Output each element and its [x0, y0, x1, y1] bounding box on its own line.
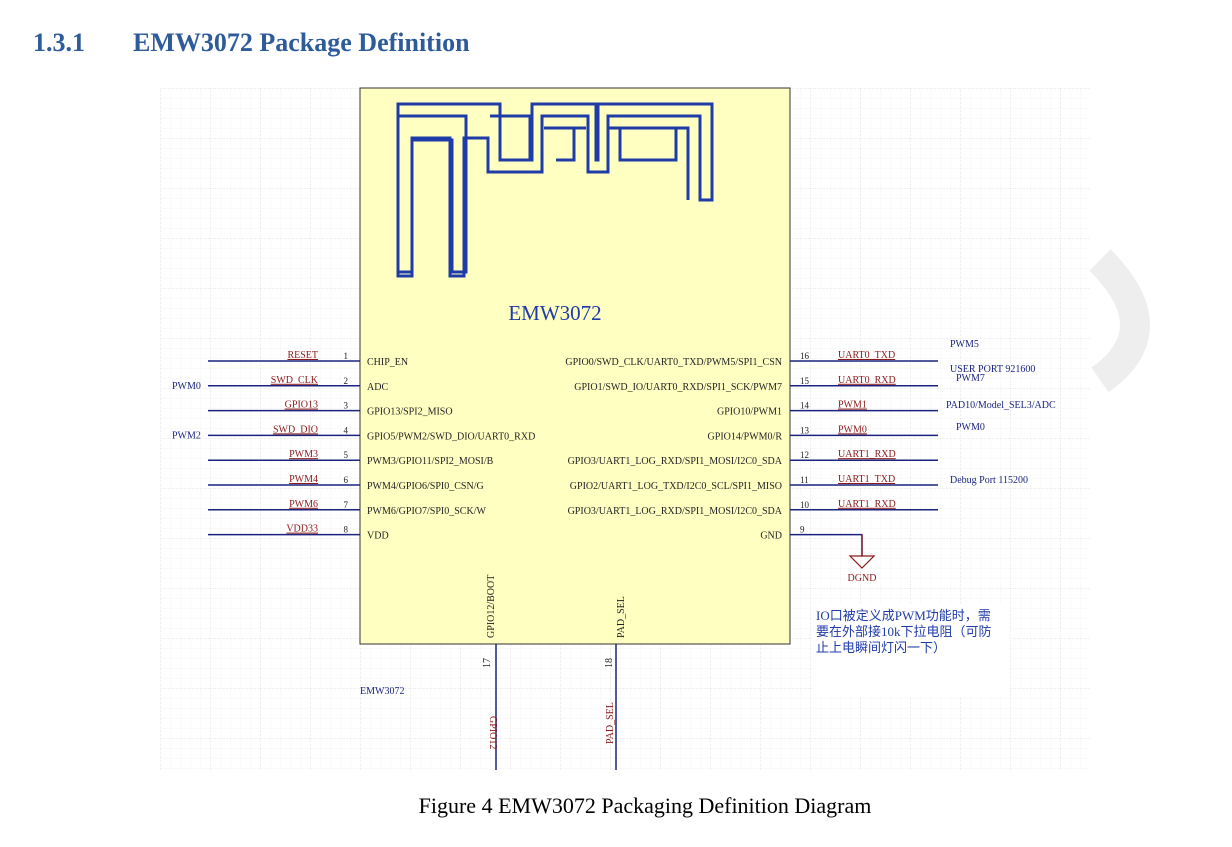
right-note-label: PAD10/Model_SEL3/ADC: [946, 400, 1056, 411]
pin-number: 18: [604, 658, 615, 668]
pin-number: 3: [344, 401, 349, 411]
pin-net-label: UART1_TXD: [838, 474, 895, 485]
right-note-label: PWM0: [956, 422, 985, 433]
right-note-label: Debug Port 115200: [950, 475, 1028, 486]
pin-net-label: SWD_CLK: [271, 375, 319, 386]
pin-net-label: PWM6: [289, 499, 318, 510]
pin-number: 15: [800, 376, 810, 386]
right-pin-15: UART0_RXD 15GPIO1/SWD_IO/UART0_RXD/SPI1_S…: [574, 375, 938, 393]
pin-net-label: RESET: [287, 350, 318, 361]
pin-number: 14: [800, 401, 810, 411]
pin-number: 13: [800, 425, 810, 435]
pin-name: GPIO2/UART1_LOG_TXD/I2C0_SCL/SPI1_MISO: [570, 481, 782, 492]
pin-name: PWM3/GPIO11/SPI2_MOSI/B: [367, 456, 494, 467]
pin-number: 4: [344, 425, 349, 435]
section-heading: 1.3.1 EMW3072 Package Definition: [33, 28, 470, 58]
pin-name: ADC: [367, 382, 388, 393]
pin-number: 5: [344, 450, 349, 460]
note-line-2: 要在外部接10k下拉电阻（可防: [816, 624, 992, 639]
section-number: 1.3.1: [33, 28, 85, 57]
right-note-label: PWM7: [956, 373, 985, 384]
pin-name: GPIO14/PWM0/R: [708, 431, 783, 442]
pin-number: 8: [344, 525, 349, 535]
pin-name: GPIO13/SPI2_MISO: [367, 407, 453, 418]
right-pin-12: UART1_RXD 12GPIO3/UART1_LOG_RXD/SPI1_MOSI…: [568, 449, 938, 467]
right-pin-16: UART0_TXD 16GPIO0/SWD_CLK/UART0_TXD/PWM5/…: [565, 350, 938, 368]
chip-designator: EMW3072: [360, 686, 404, 697]
pin-net-label: UART1_RXD: [838, 499, 896, 510]
pin-name: GPIO3/UART1_LOG_RXD/SPI1_MOSI/I2C0_SDA: [568, 506, 783, 517]
note-box: [812, 604, 1010, 696]
pin-number: 12: [800, 450, 809, 460]
pin-name: PWM6/GPIO7/SPI0_SCK/W: [367, 506, 486, 517]
pin-number: 16: [800, 351, 810, 361]
pin-net: GPIO12: [487, 716, 498, 749]
pin-name: GND: [760, 531, 782, 542]
figure-caption: Figure 4 EMW3072 Packaging Definition Di…: [418, 793, 872, 818]
ground-label: DGND: [848, 573, 877, 584]
pin-net-label: UART0_TXD: [838, 350, 895, 361]
pin-name: GPIO10/PWM1: [717, 407, 782, 418]
pin-net-label: PWM1: [838, 400, 867, 411]
bottom-pin-17: GPIO12/BOOT 17 GPIO12: [482, 575, 498, 770]
antenna-trace: [396, 114, 468, 274]
pin-net-label: PWM0: [838, 424, 867, 435]
antenna-detail: [490, 114, 690, 200]
pin-number: 1: [344, 351, 349, 361]
pin-number: 10: [800, 500, 810, 510]
watermark-arc: [1089, 249, 1150, 393]
pin-net-label: VDD33: [286, 524, 318, 535]
pin-net-label: UART0_RXD: [838, 375, 896, 386]
bottom-pin-18: PAD_SEL 18 PAD_SEL: [604, 596, 627, 770]
section-title: EMW3072 Package Definition: [133, 28, 470, 57]
pin-net-label: GPIO13: [285, 400, 318, 411]
pin-net-label: PWM4: [289, 474, 318, 485]
pin-external-label: PWM2: [172, 430, 201, 441]
pin-name: VDD: [367, 531, 389, 542]
pin-name: GPIO3/UART1_LOG_RXD/SPI1_MOSI/I2C0_SDA: [568, 456, 783, 467]
note-line-1: IO口被定义成PWM功能时，需: [816, 608, 991, 623]
pin-number: 17: [482, 658, 493, 668]
right-note-label: USER PORT 921600: [950, 364, 1035, 375]
right-pin-11: UART1_TXD 11GPIO2/UART1_LOG_TXD/I2C0_SCL/…: [570, 474, 938, 492]
pin-name: GPIO1/SWD_IO/UART0_RXD/SPI1_SCK/PWM7: [574, 382, 782, 393]
chip-body: [359, 87, 791, 645]
pin-name: GPIO0/SWD_CLK/UART0_TXD/PWM5/SPI1_CSN: [565, 357, 782, 368]
pin-number: 11: [800, 475, 809, 485]
right-pin-group: UART0_TXD 16GPIO0/SWD_CLK/UART0_TXD/PWM5/…: [565, 350, 938, 557]
pin-net-label: UART1_RXD: [838, 449, 896, 460]
ground-symbol: [848, 534, 876, 569]
right-pin-10: UART1_RXD 10GPIO3/UART1_LOG_RXD/SPI1_MOSI…: [568, 499, 938, 517]
note-line-3: 止上电瞬间灯闪一下）: [816, 640, 946, 655]
pin-name: GPIO12/BOOT: [486, 575, 497, 638]
antenna-meander: [396, 102, 714, 278]
pin-external-label: PWM0: [172, 381, 201, 392]
pin-number: 9: [800, 525, 805, 535]
pin-net-label: PWM3: [289, 449, 318, 460]
pin-name: PAD_SEL: [616, 596, 627, 638]
pin-name: GPIO5/PWM2/SWD_DIO/UART0_RXD: [367, 431, 535, 442]
pin-net-label: SWD_DIO: [273, 424, 318, 435]
pin-name: CHIP_EN: [367, 357, 408, 368]
pin-name: PWM4/GPIO6/SPI0_CSN/G: [367, 481, 484, 492]
pin-number: 7: [344, 500, 349, 510]
pin-net: PAD_SEL: [605, 702, 616, 744]
right-note-label: PWM5: [950, 339, 979, 350]
pin-number: 6: [344, 475, 349, 485]
pin-number: 2: [344, 376, 349, 386]
chip-name: EMW3072: [508, 301, 601, 325]
